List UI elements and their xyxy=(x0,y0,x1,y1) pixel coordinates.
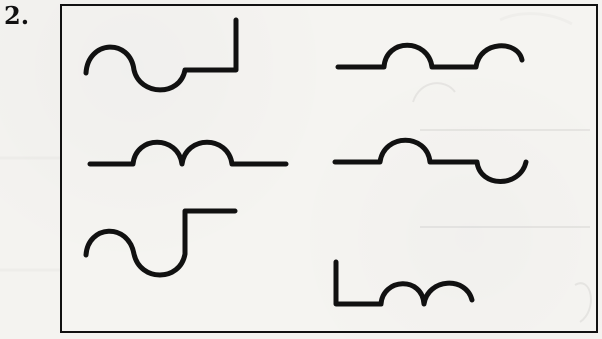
shape-2 xyxy=(338,45,522,67)
background-arc xyxy=(413,83,455,102)
background-mark xyxy=(500,14,572,24)
shape-4 xyxy=(335,140,526,181)
shape-6 xyxy=(336,262,472,304)
shape-3 xyxy=(90,142,286,164)
background-arc xyxy=(575,283,591,322)
shape-1 xyxy=(86,20,236,90)
shape-5 xyxy=(86,211,235,275)
